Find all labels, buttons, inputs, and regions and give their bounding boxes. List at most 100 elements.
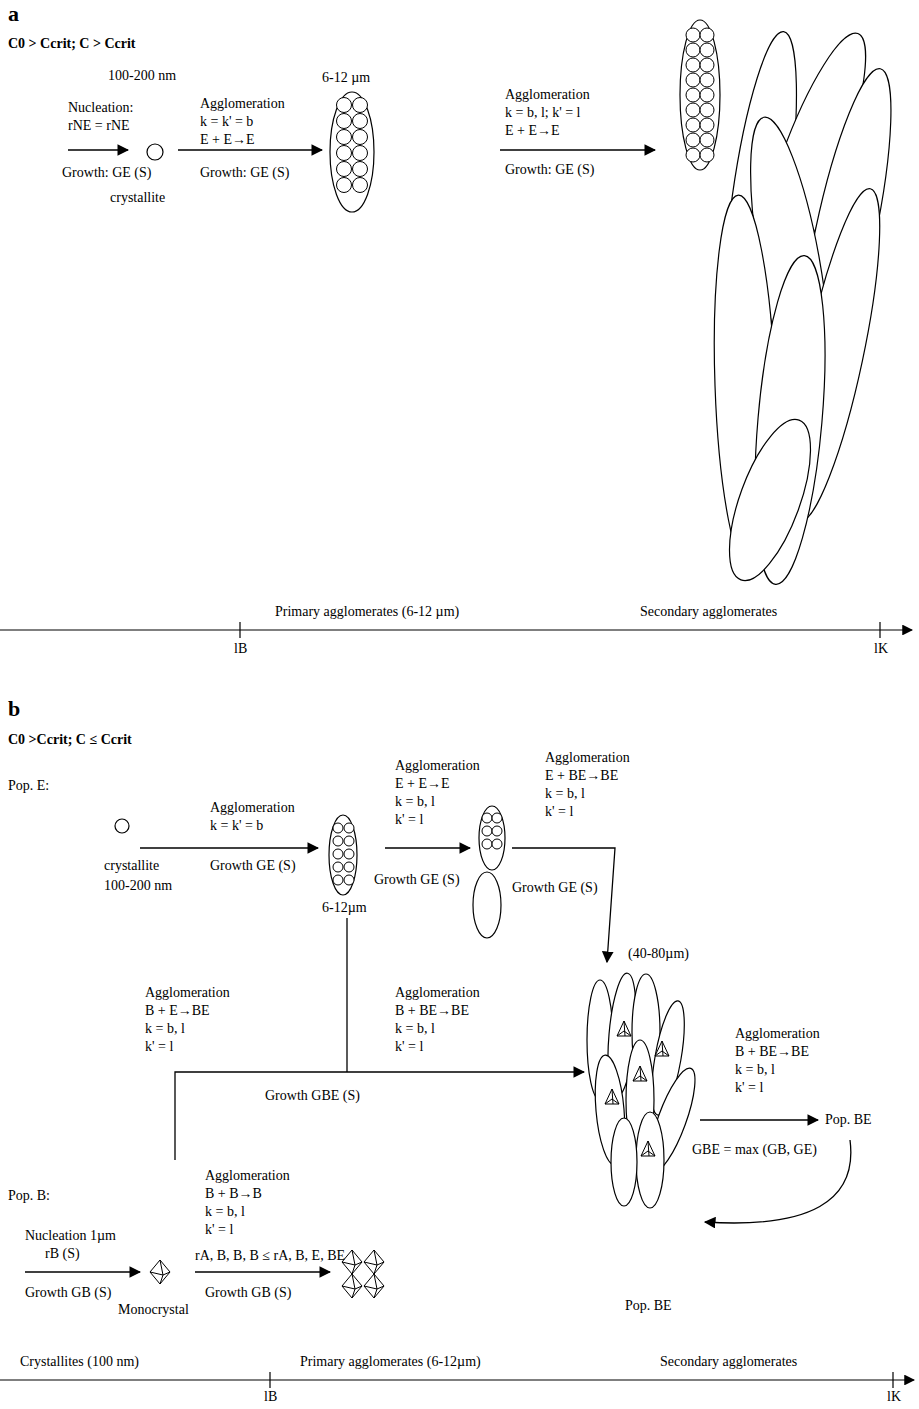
crystallite-circle: [344, 875, 354, 885]
process-label: E + E→E: [395, 776, 450, 791]
process-arrow: [25, 1271, 140, 1272]
process-label: Growth GBE (S): [265, 1088, 360, 1103]
crystallite-circle: [333, 823, 343, 833]
agglomerate-ellipse: [713, 410, 828, 590]
crystallite-circle: [700, 148, 714, 162]
process-label: B + BE→BE: [395, 1003, 469, 1018]
process-label: k = b, l: [735, 1062, 775, 1077]
crystallite-circle: [337, 146, 352, 161]
crystallite-circle: [492, 826, 502, 836]
process-label: 100-200 nm: [104, 878, 172, 893]
process-label: 6-12 µm: [322, 70, 370, 85]
crystallite-circle: [337, 130, 352, 145]
crystallite-circle: [686, 43, 700, 57]
process-label: Nucleation:: [68, 100, 133, 115]
process-label: Pop. E:: [8, 778, 49, 793]
crystallite-circle: [492, 813, 502, 823]
monocrystal-symbol: [364, 1274, 384, 1298]
process-arrow: [385, 847, 470, 848]
process-label: k = b, l: [395, 1021, 435, 1036]
panel-heading: b: [8, 697, 20, 721]
process-label: lK: [874, 641, 888, 656]
agglomerate-ellipse: [329, 815, 357, 895]
monocrystal-symbol: [150, 1260, 170, 1284]
process-label: k = b, l: [395, 794, 435, 809]
agglomerate-ellipse: [330, 92, 374, 212]
process-label: B + E→BE: [145, 1003, 210, 1018]
process-label: Growth GE (S): [374, 872, 460, 887]
process-arrow: [140, 847, 318, 848]
process-label: Pop. B:: [8, 1188, 50, 1203]
process-label: Pop. BE: [625, 1298, 672, 1313]
monocrystal-symbol: [342, 1274, 362, 1298]
process-arrow: [178, 149, 322, 150]
monocrystal-symbol: [633, 1066, 647, 1081]
process-label: 100-200 nm: [108, 68, 176, 83]
process-label: k = k' = b: [200, 114, 253, 129]
process-label: lK: [887, 1389, 901, 1404]
process-label: Secondary agglomerates: [640, 604, 777, 619]
process-arrow: [195, 1271, 330, 1272]
crystallite-circle: [353, 130, 368, 145]
crystallite-circle: [700, 43, 714, 57]
crystallite-circle: [686, 103, 700, 117]
crystallite-circle: [353, 114, 368, 129]
monocrystal-symbol: [655, 1041, 669, 1056]
monocrystal-symbol: [617, 1021, 631, 1036]
crystallite-circle: [353, 178, 368, 193]
monocrystal-symbol: [633, 1066, 647, 1081]
crystallite-circle: [686, 28, 700, 42]
process-label: Growth GE (S): [512, 880, 598, 895]
process-label: E + E→E: [505, 123, 560, 138]
size-axis: [892, 1372, 893, 1388]
size-axis: [269, 1372, 270, 1388]
process-label: k = b, l: [145, 1021, 185, 1036]
crystallite-circle: [344, 836, 354, 846]
process-label: k = k' = b: [210, 818, 263, 833]
monocrystal-symbol: [655, 1041, 669, 1056]
process-label: B + B→B: [205, 1186, 262, 1201]
process-label: E + BE→BE: [545, 768, 618, 783]
size-axis: [0, 629, 912, 630]
crystallite-circle: [147, 144, 163, 160]
process-label: lB: [234, 641, 247, 656]
process-label: Nucleation 1µm: [25, 1228, 116, 1243]
crystallite-circle: [337, 162, 352, 177]
process-label: rA, B, B, B ≤ rA, B, E, BE: [195, 1248, 345, 1263]
process-label: Agglomeration: [395, 985, 480, 1000]
crystallite-circle: [333, 849, 343, 859]
process-label: Crystallites (100 nm): [20, 1354, 139, 1369]
monocrystal-symbol: [605, 1089, 619, 1104]
crystallite-circle: [482, 826, 492, 836]
crystallite-circle: [686, 133, 700, 147]
crystallite-circle: [686, 73, 700, 87]
monocrystal-symbol: [641, 1141, 655, 1156]
crystallite-circle: [344, 862, 354, 872]
agglomerate-ellipse: [680, 20, 720, 170]
crystallite-circle: [344, 849, 354, 859]
process-label: k' = l: [545, 804, 573, 819]
crystallite-circle: [700, 58, 714, 72]
crystallite-circle: [333, 836, 343, 846]
crystallite-circle: [700, 73, 714, 87]
process-arrow: [68, 149, 128, 150]
process-label: Agglomeration: [200, 96, 285, 111]
monocrystal-symbol: [605, 1089, 619, 1104]
crystallite-circle: [333, 875, 343, 885]
monocrystal-symbol: [364, 1250, 384, 1274]
process-label: Growth GB (S): [25, 1285, 111, 1300]
monocrystal-symbol: [617, 1021, 631, 1036]
crystallite-circle: [353, 98, 368, 113]
process-label: Growth: GE (S): [62, 165, 151, 180]
agglomerate-ellipse: [473, 872, 501, 938]
agglomerate-ellipse: [479, 806, 505, 870]
process-label: rB (S): [45, 1246, 80, 1261]
process-label: Agglomeration: [210, 800, 295, 815]
process-arrow: [25, 150, 851, 1272]
size-axis: [879, 622, 880, 638]
process-label: Pop. BE: [825, 1112, 872, 1127]
process-label: k' = l: [395, 812, 423, 827]
process-label: Agglomeration: [395, 758, 480, 773]
process-label: Agglomeration: [505, 87, 590, 102]
crystallite-circle: [686, 118, 700, 132]
